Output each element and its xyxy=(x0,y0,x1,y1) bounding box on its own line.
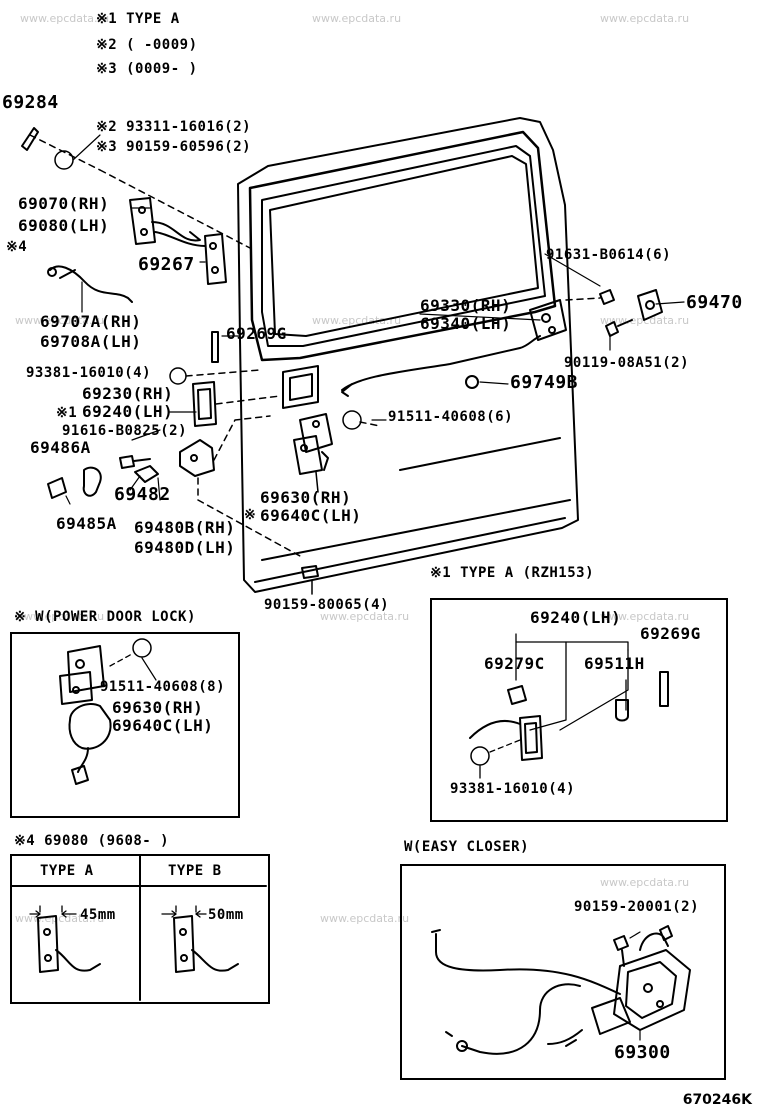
hinge-col-type-b: TYPE B xyxy=(168,863,222,879)
inset-type-a-box xyxy=(430,598,728,822)
inset-label-69279C: 69279C xyxy=(484,654,545,673)
note-4-marker: ※4 xyxy=(6,239,28,255)
part-69269G xyxy=(211,331,219,363)
part-69485A xyxy=(82,466,102,497)
label-69485A: 69485A xyxy=(56,514,117,533)
part-69070-hinge xyxy=(129,197,206,247)
label-69470: 69470 xyxy=(686,292,743,313)
inset-label-69511H: 69511H xyxy=(584,654,645,673)
label-69269G: 69269G xyxy=(226,324,287,343)
watermark: www.epcdata.ru xyxy=(312,314,402,327)
label-90119-08A51: 90119-08A51(2) xyxy=(564,355,690,371)
label-69640C: 69640C(LH) xyxy=(260,506,362,525)
label-69630: 69630(RH) xyxy=(260,488,352,507)
inset-label-91511-40608-8: 91511-40608(8) xyxy=(100,679,226,695)
note-type-a: ※1 TYPE A xyxy=(96,11,180,27)
part-69284 xyxy=(21,127,39,151)
part-69267 xyxy=(204,233,227,285)
inset-label-69240: 69240(LH) xyxy=(530,608,622,627)
label-69340: 69340(LH) xyxy=(420,314,512,333)
watermark: www.epcdata.ru xyxy=(20,12,110,25)
watermark: www.epcdata.ru xyxy=(312,12,402,25)
inset-label-69640C: 69640C(LH) xyxy=(112,716,214,735)
inset-hinge-title: ※4 69080 (9608- ) xyxy=(14,833,170,849)
label-93381-16010: 93381-16010(4) xyxy=(26,365,152,381)
watermark: www.epcdata.ru xyxy=(600,12,690,25)
easy-closer-label-90159-20001: 90159-20001(2) xyxy=(574,899,700,915)
label-69240: 69240(LH) xyxy=(82,402,174,421)
part-69630-lock xyxy=(293,413,333,475)
label-69749B: 69749B xyxy=(510,372,579,393)
inset-power-lock-title: ※ W(POWER DOOR LOCK) xyxy=(14,609,196,625)
label-91511-40608: 91511-40608(6) xyxy=(388,409,514,425)
watermark: www.epcdata.ru xyxy=(320,912,410,925)
part-69482 xyxy=(134,465,159,483)
label-69708A: 69708A(LH) xyxy=(40,332,142,351)
label-91616-B0825: 91616-B0825(2) xyxy=(62,423,188,439)
part-69480-bracket xyxy=(179,439,215,477)
inset-easy-closer-box xyxy=(400,864,726,1080)
label-90159-60596: ※3 90159-60596(2) xyxy=(96,139,252,155)
inset-label-93381-16010: 93381-16010(4) xyxy=(450,781,576,797)
note-after-0009: ※3 (0009- ) xyxy=(96,61,198,77)
label-69267: 69267 xyxy=(138,254,195,275)
label-69480D: 69480D(LH) xyxy=(134,538,236,557)
watermark: www.epcdata.ru xyxy=(15,610,105,623)
part-69486A xyxy=(47,477,67,499)
watermark: www.epcdata.ru xyxy=(600,610,690,623)
inset-label-69269G: 69269G xyxy=(640,624,701,643)
hinge-dim-50mm: 50mm xyxy=(208,907,244,923)
inset-type-a-title: ※1 TYPE A (RZH153) xyxy=(430,565,595,581)
label-69284: 69284 xyxy=(2,92,59,113)
part-69330-rod xyxy=(341,335,541,391)
label-69707A: 69707A(RH) xyxy=(40,312,142,331)
hinge-col-type-a: TYPE A xyxy=(40,863,94,879)
part-69749B xyxy=(465,375,479,389)
label-69480B: 69480B(RH) xyxy=(134,518,236,537)
note-before-0009: ※2 ( -0009) xyxy=(96,37,198,53)
part-69470 xyxy=(637,289,663,321)
back-door-panel xyxy=(237,117,579,593)
label-90159-80065: 90159-80065(4) xyxy=(264,597,390,613)
part-69707-cable xyxy=(49,265,133,303)
watermark: www.epcdata.ru xyxy=(320,610,410,623)
inset-easy-closer-title: W(EASY CLOSER) xyxy=(404,839,530,855)
note-1-marker: ※1 xyxy=(56,405,78,421)
label-91631-B0614: 91631-B0614(6) xyxy=(546,247,672,263)
diagram-code: 670246K xyxy=(682,1092,752,1108)
label-69080: 69080(LH) xyxy=(18,216,110,235)
note-w-marker: ※ xyxy=(244,507,257,523)
inset-label-69630: 69630(RH) xyxy=(112,698,204,717)
label-69230: 69230(RH) xyxy=(82,384,174,403)
label-69482: 69482 xyxy=(114,484,171,505)
inset-power-lock-box xyxy=(10,632,240,818)
label-69070: 69070(RH) xyxy=(18,194,110,213)
label-69486A: 69486A xyxy=(30,438,91,457)
label-93311-16016: ※2 93311-16016(2) xyxy=(96,119,252,135)
hinge-dim-45mm: 45mm xyxy=(80,907,116,923)
watermark: www.epcdata.ru xyxy=(600,876,690,889)
part-latch-upper xyxy=(529,299,567,341)
label-69330: 69330(RH) xyxy=(420,296,512,315)
easy-closer-label-69300: 69300 xyxy=(614,1042,671,1063)
watermark: www.epcdata.ru xyxy=(15,314,105,327)
